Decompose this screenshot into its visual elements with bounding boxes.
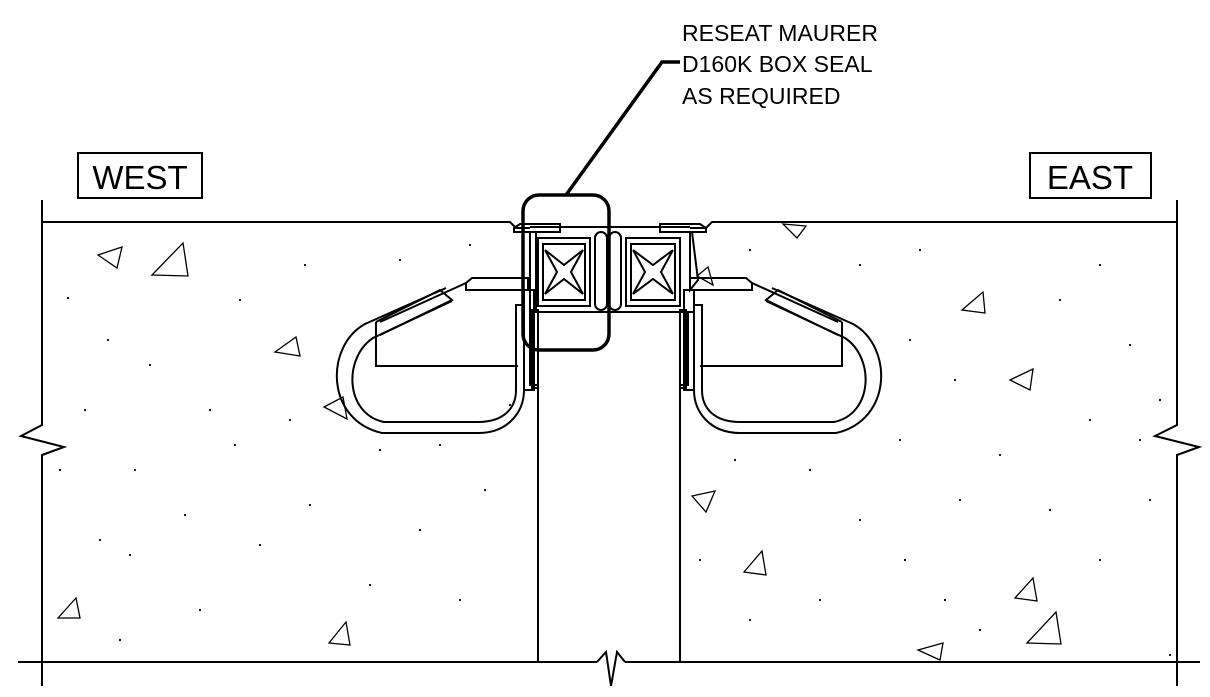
west-label-text: WEST xyxy=(92,159,187,196)
west-anchorage xyxy=(335,277,539,434)
east-label: EAST xyxy=(1029,152,1152,199)
box-seal-assembly xyxy=(513,223,707,386)
east-label-text: EAST xyxy=(1047,159,1133,196)
callout-line-1: RESEAT MAURER xyxy=(682,20,878,46)
callout-line-3: AS REQUIRED xyxy=(682,83,840,109)
callout-highlight-box xyxy=(521,193,611,352)
east-anchorage xyxy=(679,277,883,434)
concrete-speckle xyxy=(58,243,1172,657)
deck-outline xyxy=(18,200,1203,687)
callout-note: RESEAT MAURER D160K BOX SEAL AS REQUIRED xyxy=(682,20,878,109)
concrete-aggregate xyxy=(56,223,1062,661)
west-label: WEST xyxy=(77,152,203,199)
callout-leader xyxy=(564,60,680,197)
callout-line-2: D160K BOX SEAL xyxy=(682,51,873,77)
